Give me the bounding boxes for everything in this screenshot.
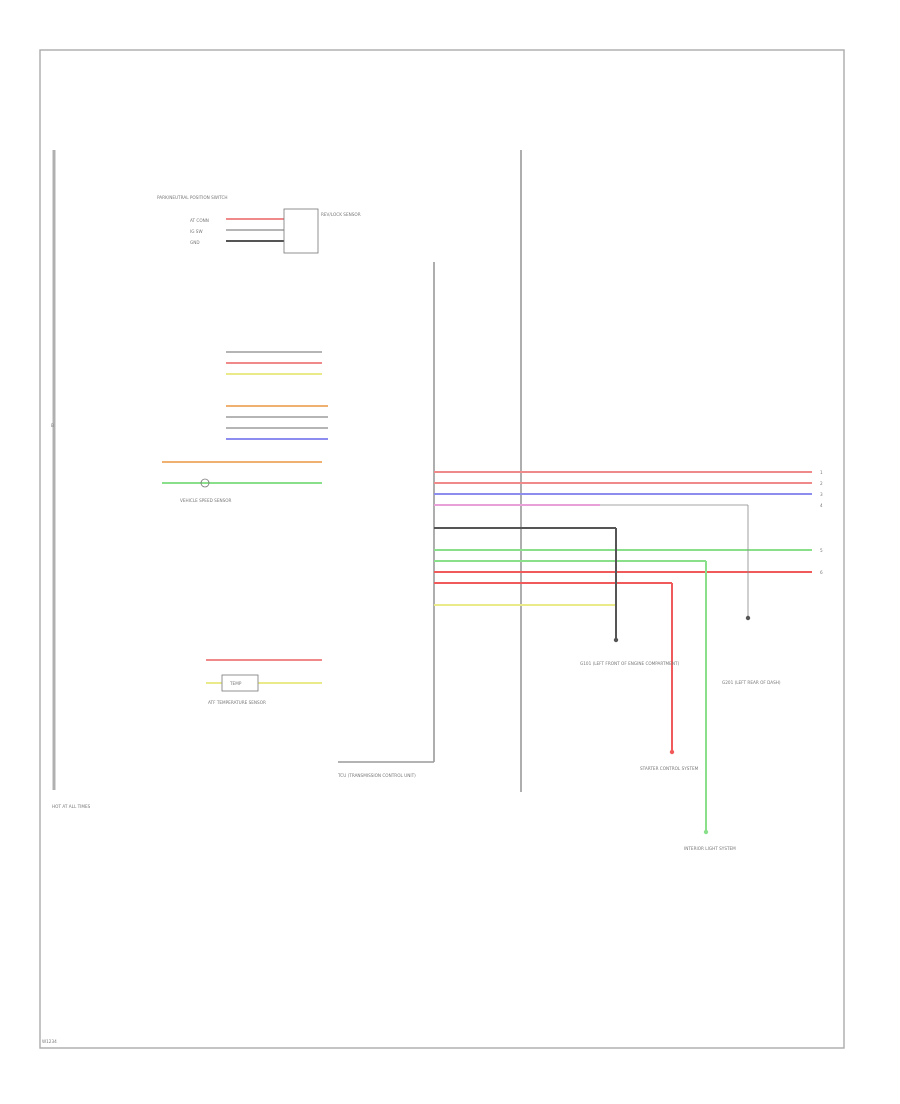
wire-group-2 (226, 405, 328, 440)
sensor-a-pin-3: GND (190, 240, 200, 245)
sensor-c-box-label: TEMP (229, 681, 242, 686)
diagram-frame (39, 49, 845, 1049)
terminal-3: 3 (820, 492, 823, 497)
node-green (703, 829, 709, 835)
wire-group-1 (226, 351, 322, 375)
sensor-c-box (221, 674, 259, 692)
right-wire-bundle (434, 471, 812, 606)
terminal-5: 5 (820, 548, 823, 553)
terminal-1: 1 (820, 470, 823, 475)
left-rail-label: B (51, 423, 54, 428)
left-bottom-label: HOT AT ALL TIMES (52, 804, 91, 809)
sensor-b-title: VEHICLE SPEED SENSOR (180, 498, 232, 503)
terminal-4: 4 (820, 503, 823, 508)
ground-label-3: INTERIOR LIGHT SYSTEM (684, 846, 736, 851)
sensor-a-pins: AT CONN IG SW GND (190, 218, 209, 245)
ground-label-2: STARTER CONTROL SYSTEM (640, 766, 699, 771)
sensor-a-box (283, 208, 319, 254)
sensor-c-title: ATF TEMPERATURE SENSOR (208, 700, 266, 705)
node-red (669, 749, 675, 755)
terminal-2: 2 (820, 481, 823, 486)
page-id: W1234 (42, 1039, 57, 1044)
sensor-a-box-label: REV/LOCK SENSOR (321, 212, 361, 217)
ground-label-1: G101 (LEFT FRONT OF ENGINE COMPARTMENT) (580, 661, 680, 666)
ground-node-2 (745, 615, 751, 621)
module-label: TCU (TRANSMISSION CONTROL UNIT) (337, 773, 416, 778)
ground-node-1 (613, 637, 619, 643)
terminal-6: 6 (820, 570, 823, 575)
ground-label-4: G201 (LEFT REAR OF DASH) (722, 680, 781, 685)
sensor-a-title: PARK/NEUTRAL POSITION SWITCH (157, 195, 228, 200)
sensor-a-pin-2: IG SW (190, 229, 203, 234)
sensor-b-symbol (200, 478, 210, 488)
sensor-a-pin-1: AT CONN (190, 218, 209, 223)
